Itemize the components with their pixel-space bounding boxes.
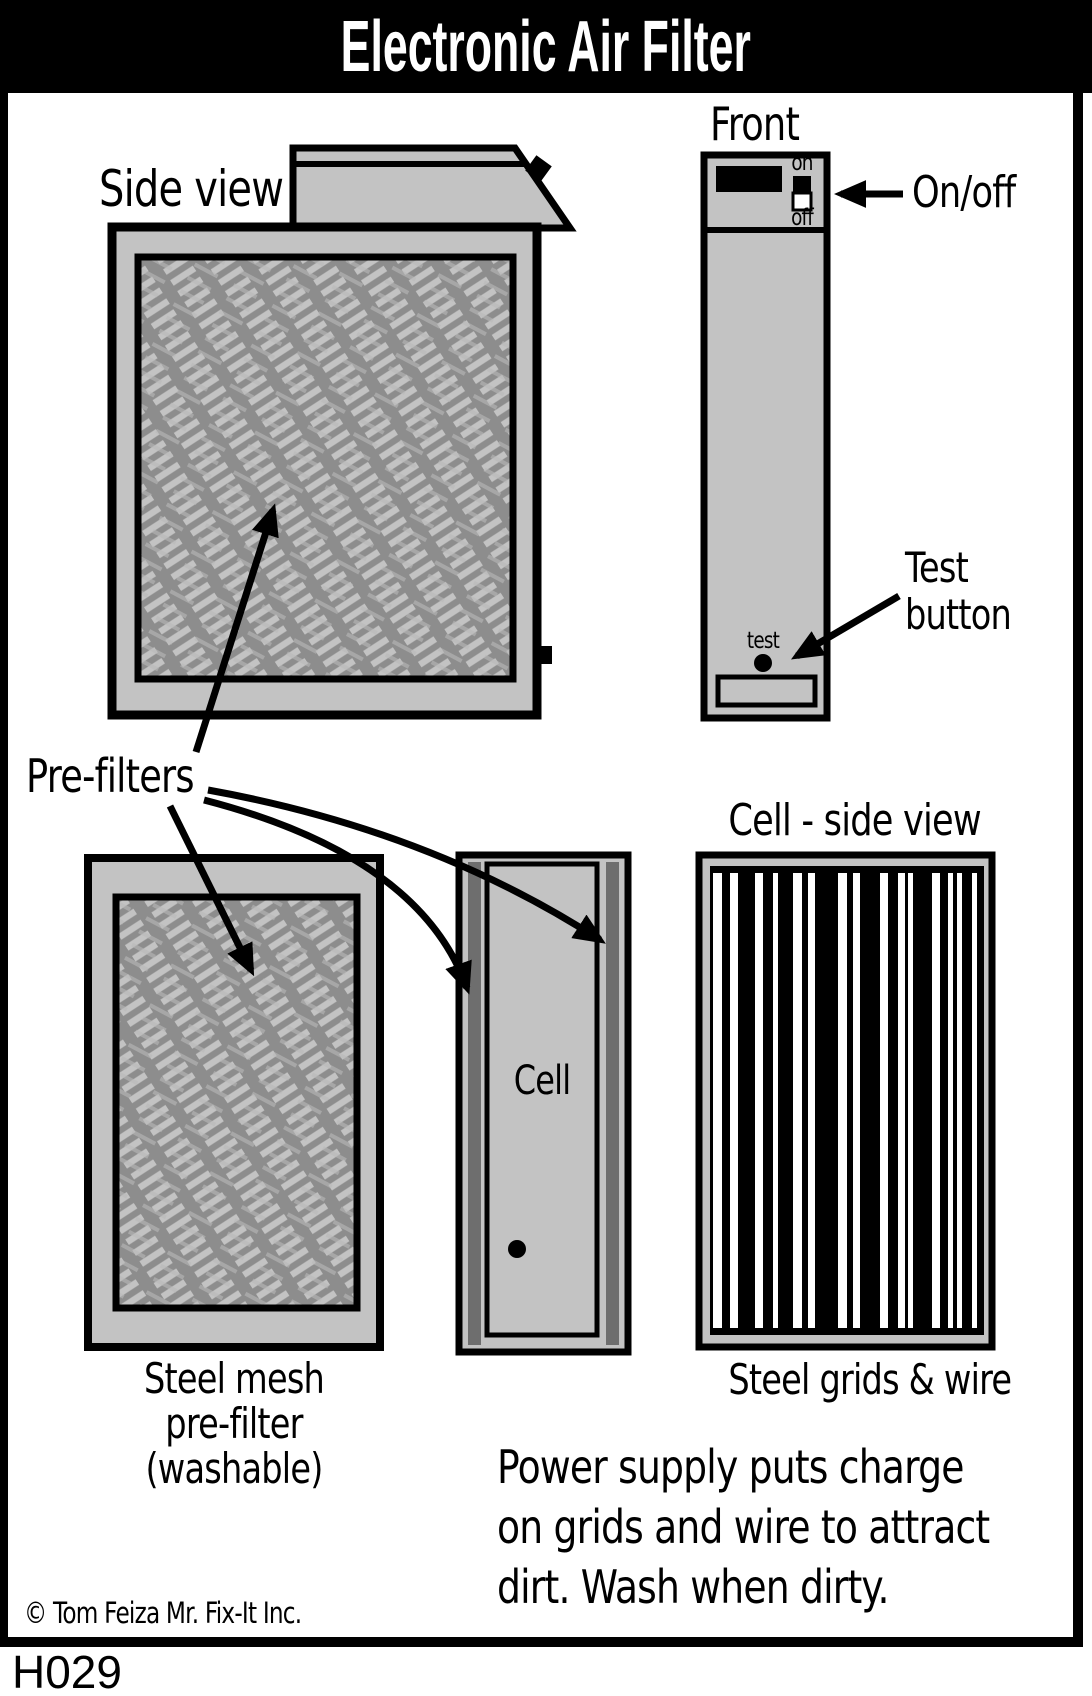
steel-grids-caption: Steel grids & wire <box>728 1355 1012 1404</box>
mesh-pre-filter-caption: Steel mesh pre-filter (washable) <box>143 1354 325 1493</box>
grid-slot-13 <box>957 873 962 1328</box>
front-panel <box>700 151 831 722</box>
test-button-arrow <box>790 592 901 660</box>
callout-arrows <box>166 180 903 995</box>
on-off-callout-label: On/off <box>912 167 1016 218</box>
page-title: Electronic Air Filter <box>340 6 752 87</box>
grid-slot-6 <box>838 873 847 1328</box>
grid-slot-9 <box>898 873 905 1328</box>
doc-code: H029 <box>12 1646 122 1696</box>
grid-slot-11 <box>932 873 940 1328</box>
grid-slot-12 <box>948 873 953 1328</box>
grid-slot-5 <box>808 873 815 1328</box>
grid-slot-3 <box>773 873 778 1328</box>
cell-dot <box>508 1240 526 1258</box>
grid-slot-7 <box>853 873 860 1328</box>
front-label: Front <box>710 97 800 151</box>
switch-on-label: on <box>791 150 813 176</box>
description-text: Power supply puts charge on grids and wi… <box>497 1440 990 1614</box>
side-view-label: Side view <box>99 160 284 218</box>
grid-slot-8 <box>880 873 888 1328</box>
pre-filters-arrow-mesh <box>166 804 255 977</box>
mesh-pre-filter-hatch2 <box>116 897 357 1308</box>
front-display <box>716 166 782 192</box>
mesh-pre-filter-frame <box>112 893 361 1312</box>
side-view-mesh-hatch2 <box>138 257 513 679</box>
side-view-mesh-frame <box>134 253 517 683</box>
side-view-group <box>107 144 577 720</box>
side-view-right-tab <box>537 646 552 664</box>
cell-label: Cell <box>513 1058 571 1104</box>
cell-right-stripe <box>606 862 619 1345</box>
title-bar: Electronic Air Filter <box>0 0 1092 93</box>
grid-slot-1 <box>730 873 738 1328</box>
cell-left-stripe <box>468 862 481 1345</box>
grid-slot-2 <box>755 873 763 1328</box>
grid-slot-10 <box>908 873 913 1328</box>
test-button-callout-label: Test button <box>905 543 1012 639</box>
front-view-group <box>700 151 831 722</box>
pre-filters-arrow-cell-right <box>207 786 606 944</box>
grid-slot-14 <box>972 873 977 1328</box>
power-switch-upper <box>793 176 811 193</box>
power-switch-knob <box>791 191 813 212</box>
front-bottom-slot <box>715 674 818 708</box>
steel-grid-slots <box>713 873 977 1328</box>
cell-side-view-label: Cell - side view <box>728 795 981 846</box>
grid-slot-4 <box>793 873 802 1328</box>
pre-filters-arrow-cell-left <box>203 796 472 995</box>
test-label: test <box>746 628 780 654</box>
grid-slot-0 <box>713 873 722 1328</box>
side-view-top-cover <box>289 144 577 232</box>
copyright-text: © Tom Feiza Mr. Fix-It Inc. <box>24 1596 302 1630</box>
cell-side-view-group <box>695 851 996 1351</box>
test-button-dot <box>754 654 772 672</box>
top-cover-knob <box>525 155 552 182</box>
pre-filters-arrow-sideview <box>192 503 279 754</box>
switch-off-label: off <box>791 205 814 231</box>
pre-filters-label: Pre-filters <box>26 749 195 803</box>
